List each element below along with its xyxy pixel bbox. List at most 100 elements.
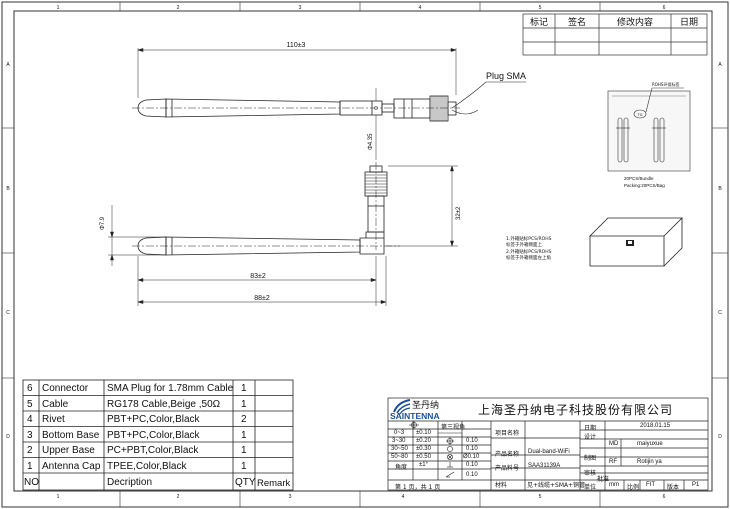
tb-gdt-2: 0.10 — [466, 446, 478, 452]
bom-row-3-no: 3 — [27, 430, 33, 441]
packaging-box — [589, 217, 683, 267]
plug-sma-callout — [451, 81, 526, 115]
box-note-1: 1.外箱贴标PCS/ROHS — [506, 235, 552, 242]
bom-row-4-qty: 2 — [241, 414, 247, 425]
zone-bottom-1: 1 — [57, 494, 60, 500]
bom-header-desc: Decription — [107, 477, 153, 488]
gdt-symbols — [438, 432, 462, 478]
bom-row-3-part: Bottom Base — [42, 430, 100, 441]
bom-row-5-part: Cable — [42, 399, 69, 410]
rev-header-sign: 签名 — [568, 16, 586, 28]
tb-label-design: 设计 — [584, 434, 597, 441]
tb-range-4: 50~80 — [391, 454, 408, 460]
zone-bottom-3: 3 — [289, 494, 292, 500]
dim-side-height-label: 32±2 — [456, 206, 462, 220]
bom-row-6-qty: 1 — [241, 383, 247, 394]
tb-value-unit: mm — [609, 482, 619, 488]
tb-label-check: 审核 — [584, 470, 597, 477]
bom-row-6-part: Connector — [42, 383, 89, 394]
zone-left-c: C — [6, 310, 10, 316]
zone-top-1: 1 — [57, 5, 60, 11]
dim-length-88 — [137, 256, 387, 306]
dim-overall-length — [137, 48, 457, 98]
inner-frame — [13, 10, 713, 492]
dim-cable-dia — [374, 88, 378, 160]
zone-bottom-5: 5 — [539, 494, 542, 500]
tb-label-date: 日期 — [584, 425, 597, 432]
tb-gdt-4: 0.10 — [466, 462, 478, 468]
bom-header-remark: Remark — [257, 478, 291, 489]
company-name: 上海圣丹纳电子科技股份有限公司 — [478, 402, 673, 417]
dim-length-88-label: 88±2 — [254, 295, 270, 302]
bom-row-1-qty: 1 — [241, 461, 247, 472]
tb-label-version: 版本 — [667, 484, 680, 491]
zone-bottom-2: 2 — [177, 494, 180, 500]
bag-tag-text: TG — [638, 113, 643, 117]
bom-row-4-no: 4 — [27, 414, 33, 425]
tb-rf-label: RF — [609, 459, 617, 465]
tb-projection: 第三视角 — [441, 424, 466, 431]
antenna-bent-view — [132, 162, 400, 256]
bom-row-4-part: Rivet — [42, 414, 65, 425]
tb-label-project: 项目名称 — [495, 430, 520, 437]
tb-gdt-1: 0.10 — [466, 438, 478, 444]
bom-row-2-desc: PC+PBT,Color,Black — [107, 445, 199, 456]
dim-length-83 — [137, 256, 377, 306]
tb-value-scale: FIT — [646, 482, 655, 488]
tb-range-3: 30~50 — [391, 446, 408, 452]
bom-row-2-part: Upper Base — [42, 445, 95, 456]
bom-row-6-desc: SMA Plug for 1.78mm Cable — [107, 383, 233, 394]
bom-row-1-desc: TPEE,Color,Black — [107, 461, 187, 472]
bag-label-text: ROHS环保标签 — [652, 81, 679, 87]
zone-left-d: D — [6, 434, 10, 440]
rev-header-content: 修改内容 — [617, 16, 653, 28]
tb-range-5: 角度 — [395, 464, 408, 471]
bag-qty-line1: 20PCS/Bundle — [624, 176, 654, 181]
zone-top-3: 3 — [299, 5, 302, 11]
bom-row-1-part: Antenna Cap — [42, 461, 101, 472]
zone-bottom-6: 6 — [663, 494, 666, 500]
bom-row-1-no: 1 — [27, 461, 33, 472]
box-note-2: 2.外箱贴标PCS/ROHS — [506, 248, 552, 255]
bom-row-4-desc: PBT+PC,Color,Black — [107, 414, 200, 425]
dim-side-height — [386, 165, 458, 247]
zone-right-b: B — [718, 186, 722, 192]
title-block — [387, 397, 709, 491]
tb-tol-2: ±0.20 — [416, 438, 431, 444]
dim-cable-dia-label: Φ4.35 — [368, 133, 374, 150]
rev-header-date: 日期 — [680, 17, 698, 28]
company-logo — [393, 399, 411, 415]
tb-value-version: P1 — [692, 482, 700, 488]
tb-tol-3: ±0.30 — [416, 446, 431, 452]
zone-right-a: A — [718, 62, 722, 68]
box-note-2b: 标签于外箱侧面左上角 — [506, 254, 551, 261]
tb-tol-4: ±0.50 — [416, 454, 431, 460]
zone-top-2: 2 — [177, 5, 180, 11]
logo-chinese-name: 圣丹纳 — [412, 399, 439, 411]
bom-row-3-desc: PBT+PC,Color,Black — [107, 430, 200, 441]
zone-top-5: 5 — [539, 5, 542, 11]
dim-body-dia — [108, 205, 166, 266]
tb-value-material: 见+线缆+SMA+铜管 — [527, 482, 586, 489]
tb-tol-5: ±1° — [419, 462, 429, 468]
tb-label-material: 材料 — [495, 482, 508, 489]
tb-sheet: 第 1 页，共 1 页 — [395, 484, 441, 491]
bom-row-6-no: 6 — [27, 383, 33, 394]
tb-label-drafter: 制图 — [584, 455, 597, 462]
tb-value-date: 2018.01.15 — [640, 423, 671, 429]
tb-value-partno: SAA31139A — [528, 463, 561, 469]
revision-table — [522, 13, 708, 56]
bom-row-5-qty: 1 — [241, 399, 247, 410]
box-note-1b: 标签于外箱侧面上. — [506, 241, 543, 248]
bom-row-5-desc: RG178 Cable,Beige ,50Ω — [107, 399, 221, 410]
bom-header-no: NO — [24, 477, 39, 488]
tb-tol-1: ±0.10 — [416, 430, 431, 436]
projection-symbol — [409, 421, 419, 429]
zone-bottom-4: 4 — [402, 494, 405, 500]
bom-header-qty: QTY — [235, 477, 255, 488]
tb-range-2: 3~30 — [392, 438, 406, 444]
dim-overall-length-label: 110±3 — [287, 42, 306, 49]
zone-left-b: B — [6, 186, 10, 192]
tb-gdt-3: Ø0.10 — [463, 454, 480, 460]
bom-row-2-qty: 1 — [241, 445, 247, 456]
